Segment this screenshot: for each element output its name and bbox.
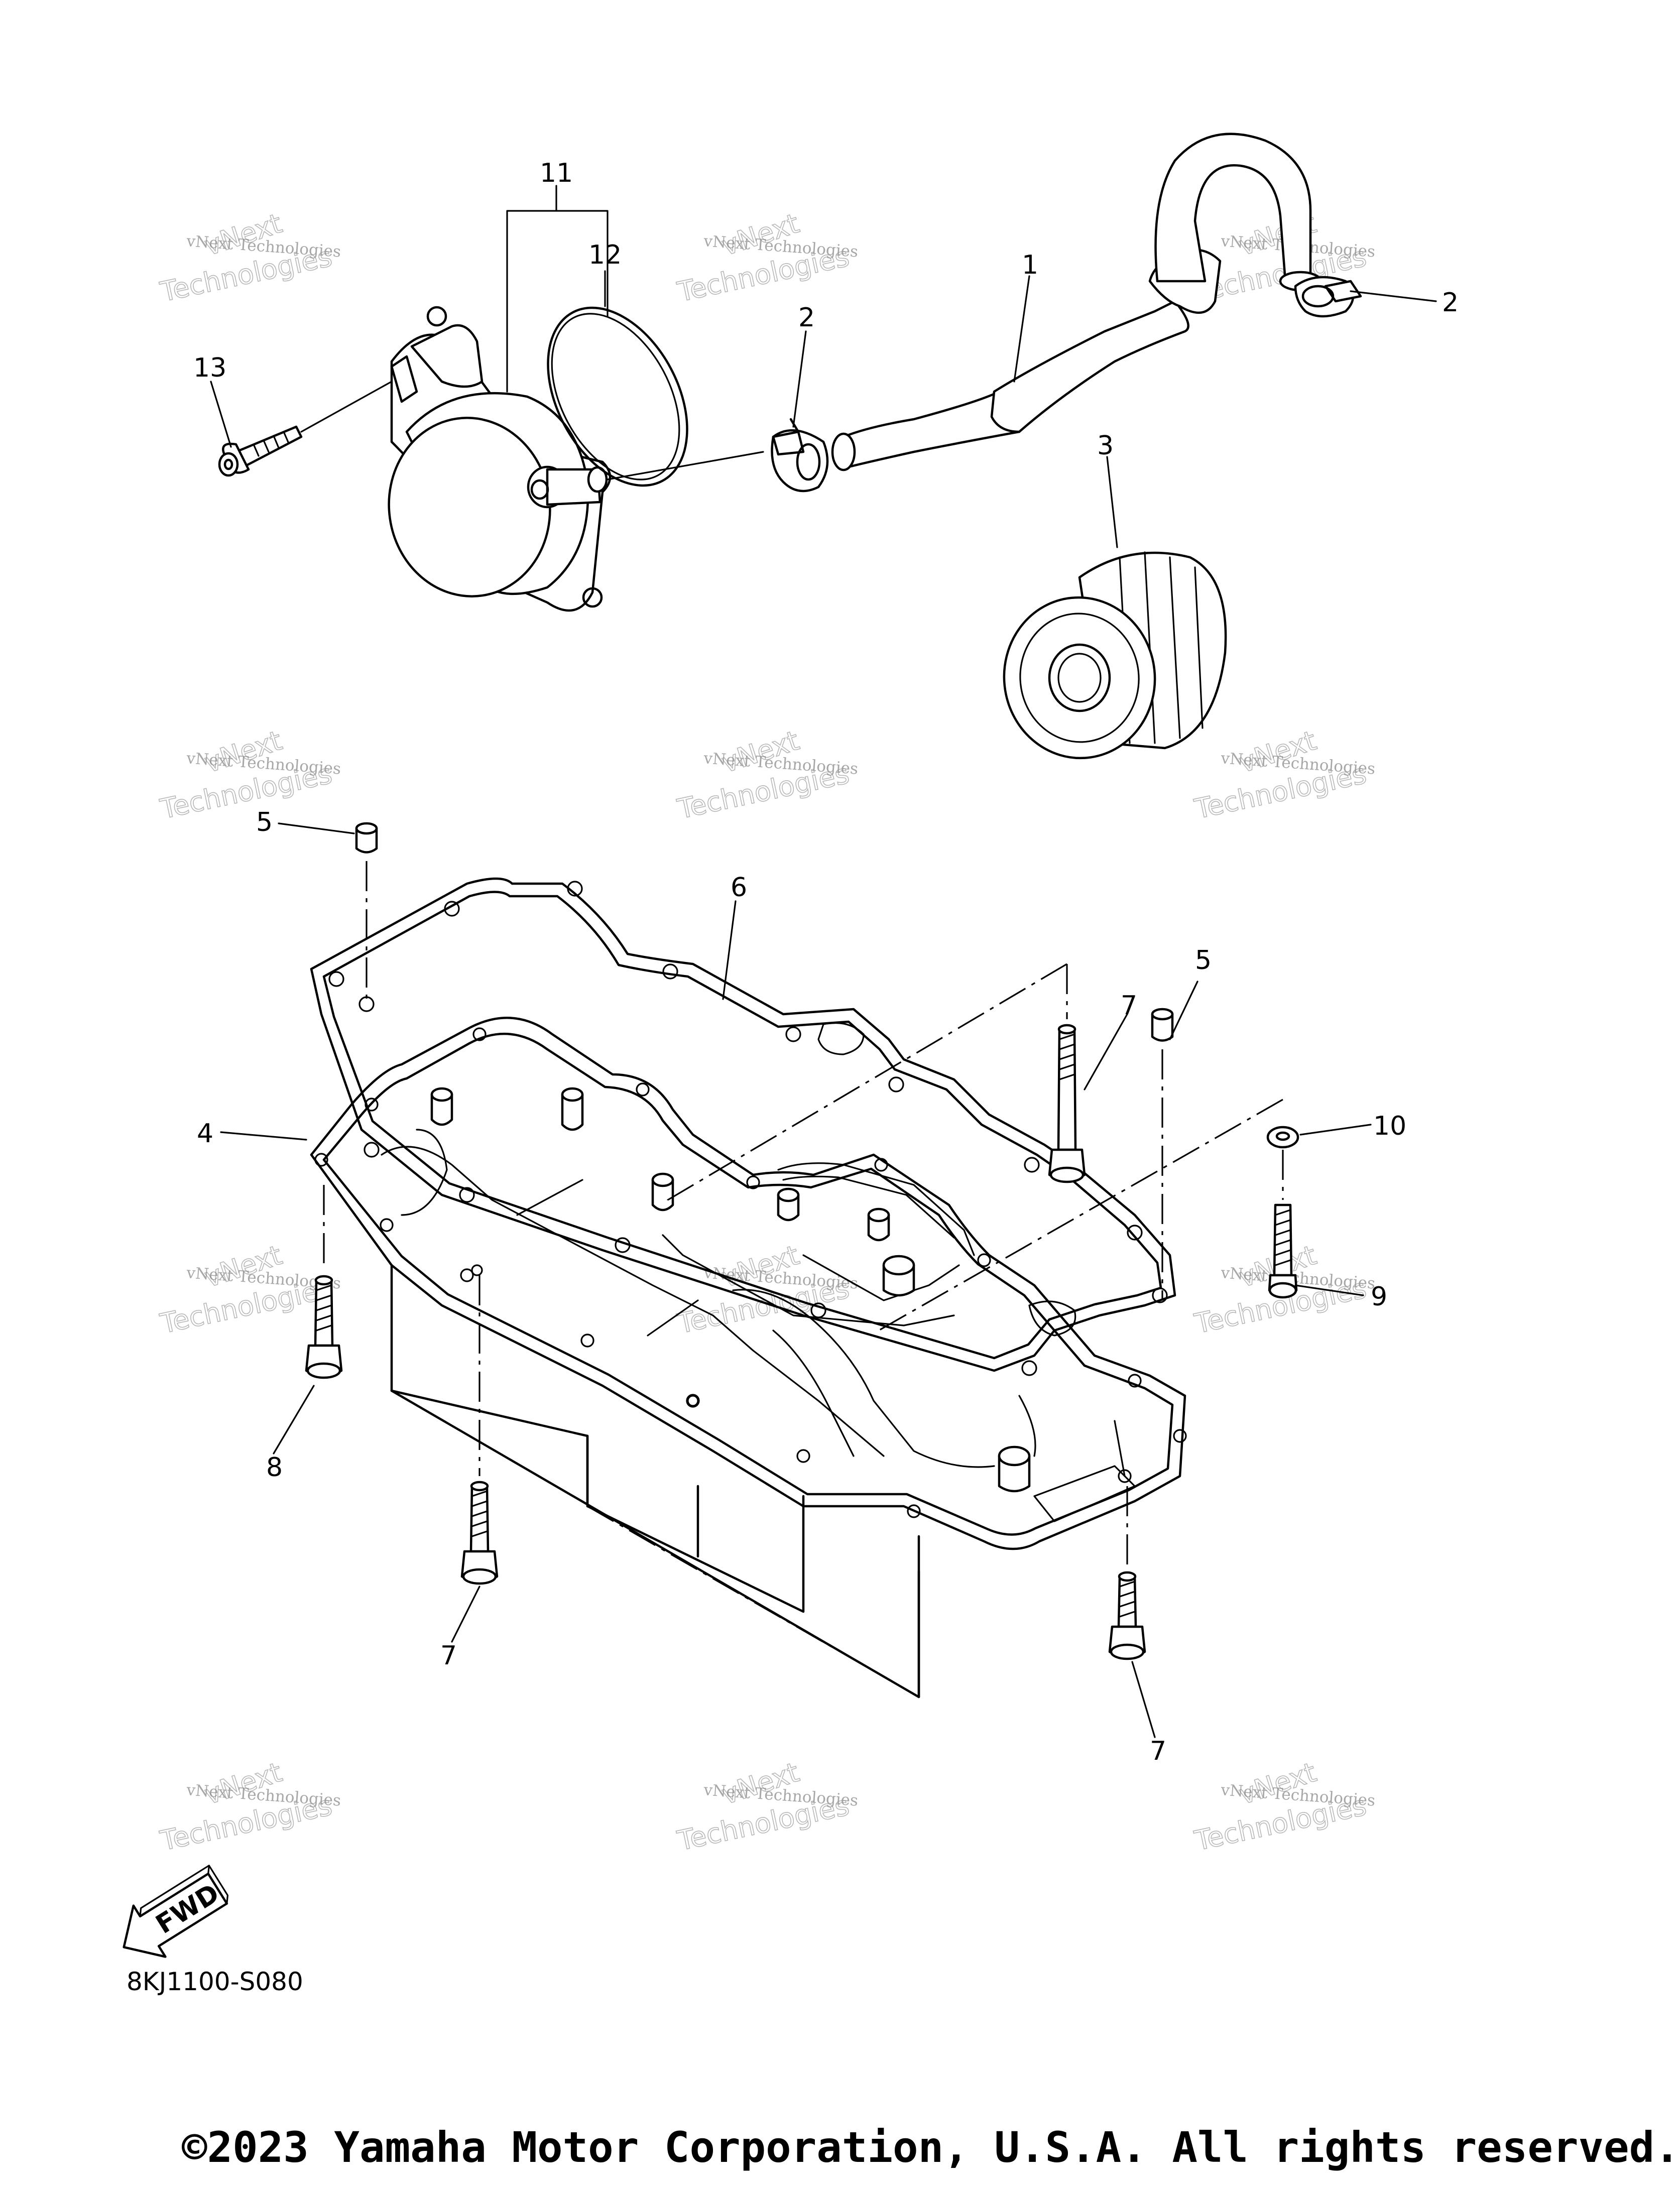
cooler-bolt [218,381,393,477]
diagram-code: 8KJ1100-S080 [127,1967,303,1996]
watermark: vNext vNext Technologies Technologies [157,1756,342,1857]
watermark: vNext vNext Technologies Technologies [157,724,342,825]
pan-bosses [430,1087,1031,1493]
oil-cooler-assembly [388,306,612,612]
callout-4: 4 [197,1119,213,1149]
watermark: vNext vNext Technologies Technologies [674,207,859,308]
callout-12: 12 [588,240,622,270]
callout-3: 3 [1097,431,1114,461]
pan-bolt-holes [314,1027,1187,1518]
callout-9: 9 [1371,1282,1387,1312]
watermark: vNext vNext Technologies Technologies [157,207,342,308]
watermark: vNext vNext Technologies Technologies [1191,724,1376,825]
callout-2-left: 2 [798,303,815,333]
callout-7-front: 7 [440,1641,457,1671]
oil-filter [1003,551,1227,760]
watermark: vNext vNext Technologies Technologies [674,1756,859,1857]
part-callouts: 11 12 13 2 1 2 3 5 6 5 7 4 10 9 8 7 7 [193,158,1459,1766]
callout-5-left: 5 [256,807,273,837]
callout-5-right: 5 [1195,945,1212,976]
watermark: vNext vNext Technologies Technologies [157,1239,342,1340]
drain-washer [1266,1126,1299,1149]
alignment-lines [323,861,1284,1698]
o-ring [547,306,688,487]
callout-7-rear: 7 [1150,1736,1166,1766]
exploded-parts-diagram: vNext vNext Technologies Technologies vN… [123,133,1459,1958]
callout-1: 1 [1022,250,1038,280]
pan-bolt-rear [1108,1571,1146,1660]
callout-11: 11 [540,158,573,188]
callout-8: 8 [266,1452,283,1483]
callout-7-upper: 7 [1121,991,1137,1021]
copyright-notice: ©2023 Yamaha Motor Corporation, U.S.A. A… [182,2123,1680,2172]
oil-pan [310,1017,1187,1698]
callout-2-right: 2 [1442,288,1459,318]
pan-bolt-left [305,1275,343,1379]
pan-bolt-front [460,1481,499,1585]
dowel-pin-right [1151,1008,1174,1042]
fwd-arrow: FWD [123,1865,229,1958]
watermark: vNext vNext Technologies Technologies [674,724,859,825]
watermark: vNext vNext Technologies Technologies [1191,1756,1376,1857]
pan-bolt-upper [1048,1024,1086,1183]
oil-pan-gasket [310,877,1176,1376]
drain-bolt [1268,1203,1298,1299]
dowel-pin-left [355,822,378,854]
callout-6: 6 [731,873,747,903]
hose-clamp-right [1294,276,1362,318]
leader-lines [210,185,1437,1738]
hose-clamp-left [607,418,829,493]
callout-13: 13 [193,353,226,383]
callout-10: 10 [1373,1111,1406,1141]
oil-hose [831,133,1322,471]
